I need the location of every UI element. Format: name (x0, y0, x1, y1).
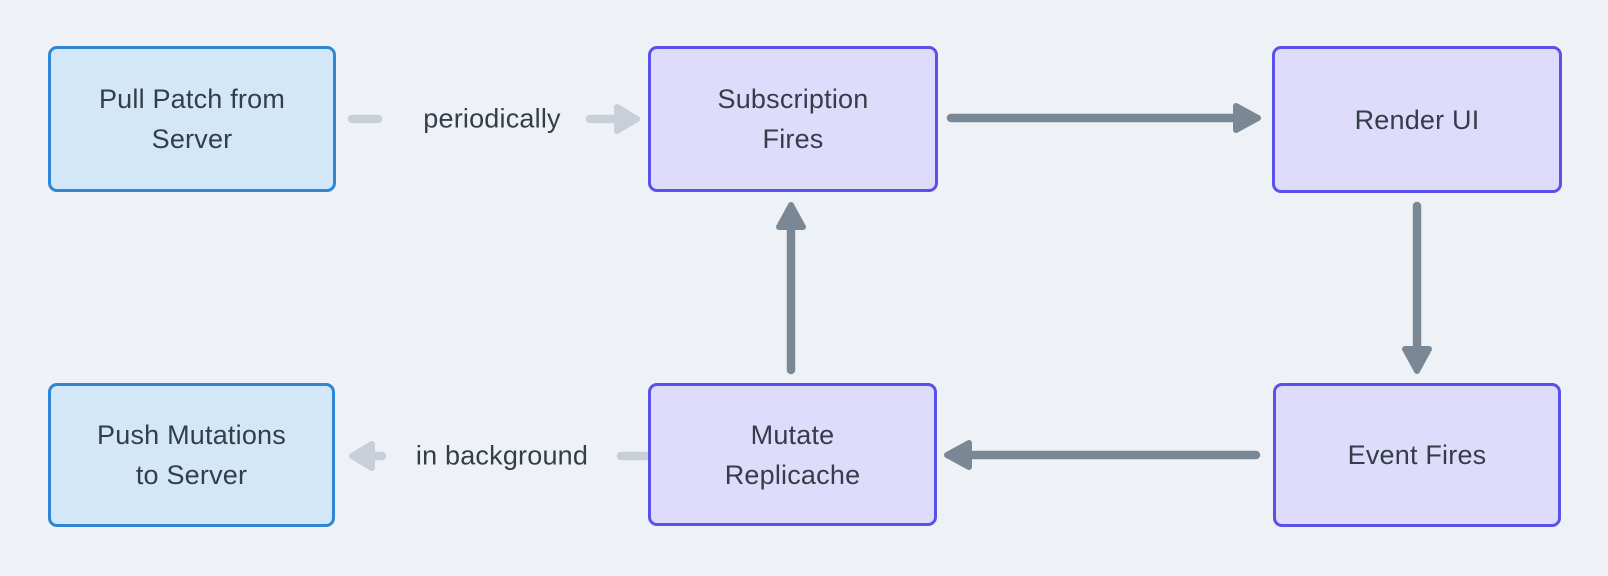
arrowhead-up-icon (776, 202, 806, 230)
arrowhead-left-icon (944, 440, 972, 470)
node-label: Push Mutations to Server (97, 420, 286, 490)
node-label: Pull Patch from Server (98, 84, 286, 154)
arrow-mutate-replicache-to-push-mutations (349, 441, 651, 471)
arrow-subscription-fires-to-render-ui (946, 103, 1261, 133)
node-event-fires: Event Fires (1273, 383, 1561, 527)
node-pull-patch-from-server: Pull Patch from Server (48, 46, 336, 192)
node-render-ui: Render UI (1272, 46, 1562, 193)
arrow-render-ui-to-event-fires (1402, 201, 1432, 374)
arrow-event-fires-to-mutate-replicache (944, 440, 1261, 470)
node-mutate-replicache: Mutate Replicache (648, 383, 937, 526)
node-label: Render UI (1354, 104, 1480, 135)
edge-label-in-background: in background (415, 440, 589, 471)
arrowhead-right-icon (1233, 103, 1261, 133)
node-push-mutations-to-server: Push Mutations to Server (48, 383, 335, 527)
node-label: Event Fires (1347, 440, 1487, 470)
arrow-mutate-replicache-to-subscription-fires (776, 202, 806, 375)
node-subscription-fires: Subscription Fires (648, 46, 938, 192)
arrow-pull-patch-to-subscription-fires (347, 104, 640, 134)
edge-label-periodically: periodically (423, 103, 561, 134)
node-label: Mutate Replicache (724, 419, 861, 490)
arrowhead-right-icon (614, 104, 640, 134)
node-label: Subscription Fires (717, 84, 869, 154)
arrowhead-down-icon (1402, 346, 1432, 374)
